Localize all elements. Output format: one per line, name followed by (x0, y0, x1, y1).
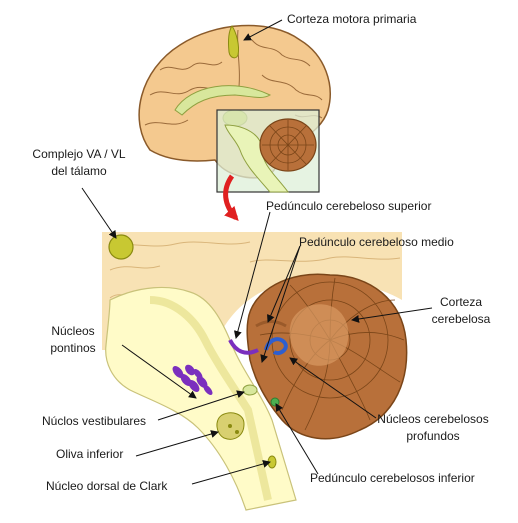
label-corteza-cerebelosa-line1: Corteza (439, 295, 483, 309)
enlarged-illustration (102, 232, 408, 511)
inferior-peduncle (270, 397, 280, 407)
red-curved-arrow-icon (223, 174, 239, 221)
label-corteza-motora: Corteza motora primaria (287, 12, 417, 26)
label-pedunculo-medio: Pedúnculo cerebeloso medio (299, 235, 454, 249)
whole-brain-illustration (138, 24, 331, 193)
corpus-callosum (174, 85, 272, 116)
primary-motor-cortex (227, 25, 239, 59)
deep-cerebellar-nuclei (264, 337, 288, 355)
label-nucleo-clark: Núcleo dorsal de Clark (46, 479, 168, 493)
cerebellum-enlarged (246, 273, 408, 440)
label-oliva-inferior: Oliva inferior (56, 447, 124, 461)
inferior-olive (216, 412, 245, 440)
brainstem-small (224, 124, 289, 193)
cerebellum-small (259, 118, 317, 172)
pontine-nuclei (172, 364, 213, 395)
label-pedunculo-superior: Pedúnculo cerebeloso superior (266, 199, 432, 213)
label-nucleos-vestibulares: Núclos vestibulares (42, 414, 147, 428)
label-nucleos-cerebelosos-line1: Núcleos cerebelosos (377, 412, 489, 426)
vestibular-nucleus (242, 384, 258, 396)
leader-lines (81, 19, 433, 485)
label-nucleos-cerebelosos-line2: profundos (406, 429, 460, 443)
brainstem-enlarged (105, 286, 297, 511)
label-nucleos-pontinos-line1: Núcleos (51, 324, 95, 338)
label-pedunculo-inferior: Pedúnculo cerebelosos inferior (310, 471, 475, 485)
label-nucleos-pontinos-line2: pontinos (50, 341, 96, 355)
label-complejo-va-vl-line1: Complejo VA / VL (32, 147, 126, 161)
label-complejo-va-vl-line2: del tálamo (51, 164, 107, 178)
label-corteza-cerebelosa-line2: cerebelosa (431, 312, 491, 326)
superior-peduncle (228, 339, 259, 355)
thalamus-va-vl (108, 234, 134, 260)
